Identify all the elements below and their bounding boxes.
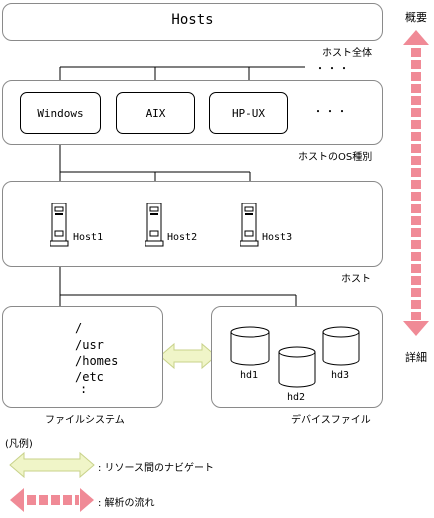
disk-hd3-label: hd3 [331, 370, 350, 381]
hosts-caption: ホスト全体 [322, 48, 372, 59]
os-aix-node[interactable]: AIX [116, 92, 195, 134]
legend-title: (凡例) [5, 439, 33, 450]
fs-path-usr[interactable]: /usr [75, 338, 104, 352]
detail-label: 詳細 [405, 351, 427, 364]
os-ellipsis: ・・・ [313, 107, 349, 118]
hosts-title: Hosts [171, 12, 214, 28]
disk-icon[interactable] [278, 346, 316, 390]
server-icon[interactable] [239, 202, 260, 247]
os-hpux-node[interactable]: HP-UX [209, 92, 288, 134]
disk-icon[interactable] [322, 326, 360, 368]
host3-label: Host3 [262, 232, 293, 243]
filesystem-panel [2, 306, 163, 408]
fs-path-root[interactable]: / [75, 321, 83, 335]
legend-navigate-arrow [9, 451, 95, 479]
disk-icon[interactable] [230, 326, 270, 368]
host-caption: ホスト [341, 274, 371, 285]
fs-path-more: : [80, 382, 88, 396]
hosts-ellipsis: ・・・ [315, 64, 351, 75]
legend-analysis-label: : 解析の流れ [98, 498, 155, 509]
overview-label: 概要 [405, 11, 427, 24]
legend-analysis-arrow [10, 488, 94, 512]
disk-hd1-label: hd1 [240, 370, 259, 381]
filesystem-caption: ファイルシステム [45, 415, 125, 426]
server-icon[interactable] [49, 202, 70, 247]
side-arrow-dashes [411, 48, 421, 320]
hosts-panel: Hosts [2, 3, 383, 41]
legend-navigate-label: : リソース間のナビゲート [98, 463, 215, 474]
device-caption: デバイスファイル [291, 415, 371, 426]
disk-hd2-label: hd2 [287, 392, 306, 403]
fs-path-etc[interactable]: /etc [75, 370, 104, 384]
host1-label: Host1 [73, 232, 104, 243]
os-windows-node[interactable]: Windows [20, 92, 101, 134]
fs-path-homes[interactable]: /homes [75, 354, 119, 368]
os-caption: ホストのOS種別 [298, 152, 373, 163]
navigate-arrow [159, 342, 217, 370]
overview-detail-arrow [403, 30, 429, 336]
server-icon[interactable] [144, 202, 165, 247]
host2-label: Host2 [167, 232, 198, 243]
